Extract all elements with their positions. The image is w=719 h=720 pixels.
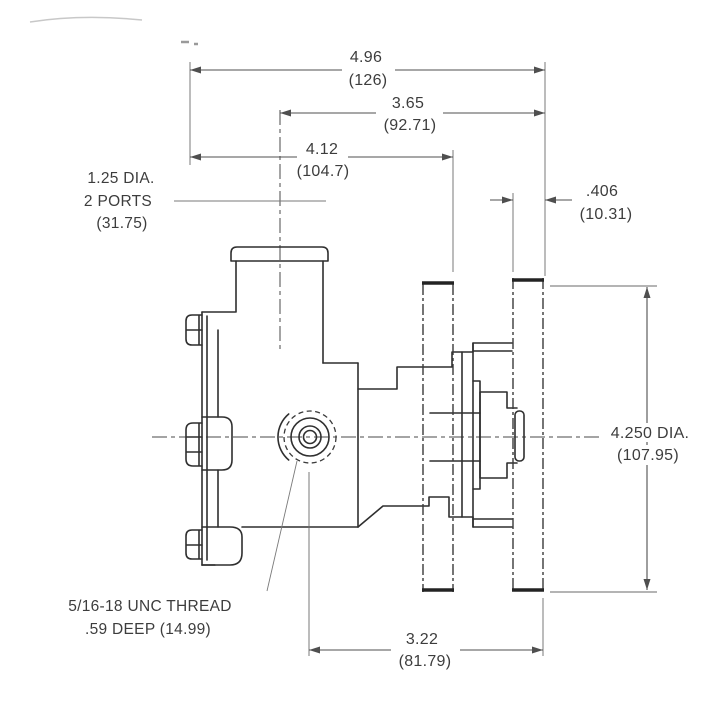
note-ports-line3: (31.75) <box>96 215 147 232</box>
port-pipe <box>235 260 324 364</box>
port-cap <box>230 246 329 262</box>
dim-boss-to-face-mm: (81.79) <box>399 653 452 670</box>
note-thread: 5/16-18 UNC THREAD .59 DEEP (14.99) <box>68 598 232 638</box>
scan-artifact <box>29 16 143 23</box>
bearing-housing <box>241 342 513 528</box>
washer <box>472 380 481 490</box>
bolt-bottom <box>185 529 203 560</box>
pulley <box>422 278 544 592</box>
scan-artifact-dots <box>181 40 198 46</box>
pulley-flange-left <box>422 284 454 592</box>
dim-port-to-face-mm: (92.71) <box>384 117 437 134</box>
leader-thread <box>266 460 298 592</box>
pulley-flange-right <box>512 278 544 592</box>
dim-flange-width-mm: (10.31) <box>580 206 633 223</box>
dim-flange-to-pulley-in: 4.12 <box>306 141 338 158</box>
flange-bolts <box>185 314 203 560</box>
boss-outer-circle <box>290 417 330 457</box>
note-thread-line2: .59 DEEP (14.99) <box>85 621 211 638</box>
dim-overall-width: 4.96 (126) <box>349 49 388 89</box>
dim-pulley-diameter-mm: (107.95) <box>617 447 679 464</box>
note-ports-line2: 2 PORTS <box>84 193 152 210</box>
note-ports-line1: 1.25 DIA. <box>87 170 154 187</box>
pulley-flange-right-caps <box>512 278 544 592</box>
dim-overall-width-in: 4.96 <box>350 49 382 66</box>
dim-port-to-face-in: 3.65 <box>392 95 424 112</box>
dim-flange-to-pulley-mm: (104.7) <box>297 163 350 180</box>
dim-flange-width: .406 (10.31) <box>580 183 633 223</box>
note-ports: 1.25 DIA. 2 PORTS (31.75) <box>84 170 154 232</box>
shaft-and-nut <box>429 380 525 490</box>
pump-body <box>185 246 544 592</box>
dim-boss-to-face: 3.22 (81.79) <box>399 631 452 670</box>
shaft-nut <box>479 391 518 479</box>
centerlines <box>152 110 600 438</box>
dim-pulley-diameter: 4.250 DIA. (107.95) <box>611 425 690 464</box>
dim-port-to-face: 3.65 (92.71) <box>384 95 437 134</box>
nut-face <box>514 410 525 462</box>
dim-boss-to-face-in: 3.22 <box>406 631 438 648</box>
pulley-flange-left-caps <box>422 281 454 592</box>
boss-inner-circle <box>302 429 318 445</box>
mounting-flange <box>201 311 243 566</box>
boss-casting-arc <box>277 413 290 461</box>
note-thread-line1: 5/16-18 UNC THREAD <box>68 598 232 615</box>
cam-plug <box>185 422 203 467</box>
shaft <box>429 412 481 462</box>
dim-flange-to-pulley: 4.12 (104.7) <box>297 141 350 180</box>
dim-pulley-diameter-in: 4.250 DIA. <box>611 425 690 442</box>
dim-overall-width-mm: (126) <box>349 72 388 89</box>
thread-circle-dashed <box>283 410 337 464</box>
port-barb <box>230 246 329 364</box>
dimensions: 4.96 (126) 3.65 (92.71) 4.12 (104.7) 1.2… <box>68 46 699 670</box>
dim-flange-width-in: .406 <box>586 183 618 200</box>
thread-boss <box>277 410 337 464</box>
ext-pulley-diameter <box>550 285 657 593</box>
bolt-top <box>185 314 203 346</box>
boss-mid-circle <box>298 425 322 449</box>
